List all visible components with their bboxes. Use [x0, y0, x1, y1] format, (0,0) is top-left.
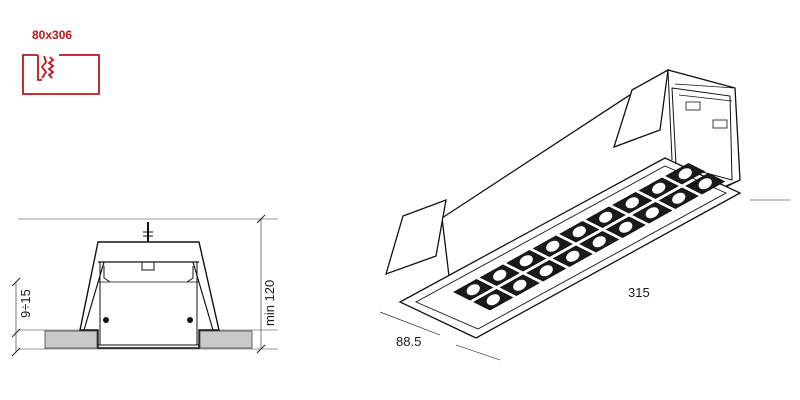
screw-right [187, 317, 193, 323]
led-lens [592, 236, 606, 248]
width-dimension-label: 88.5 [396, 334, 421, 349]
led-lens [652, 182, 666, 194]
cutout-label: 80x306 [32, 28, 72, 42]
screw-left [103, 317, 109, 323]
cutout-icon [22, 54, 100, 95]
length-dimension-label: 315 [628, 285, 650, 300]
led-lens [572, 226, 586, 238]
ceiling-slab-left [44, 330, 98, 349]
led-lens [519, 255, 533, 267]
led-lens [698, 178, 712, 190]
led-lens [619, 221, 633, 233]
led-lens [466, 284, 480, 296]
led-lens [486, 294, 500, 306]
fixture-section [79, 222, 220, 349]
led-lens [678, 168, 692, 180]
perspective-view [379, 68, 790, 361]
recess-depth-label: min 120 [262, 280, 277, 326]
led-lens [672, 192, 686, 204]
led-lens [625, 197, 639, 209]
ceiling-thickness-label: 9÷15 [18, 289, 33, 318]
led-module-grid [453, 163, 726, 311]
led-lens [566, 250, 580, 262]
led-lens [546, 240, 560, 252]
led-lens [513, 279, 527, 291]
spring-flap-right [612, 68, 669, 149]
side-view: 9÷15 min 120 [11, 214, 278, 357]
led-lens [539, 265, 553, 277]
cutout-badge: 80x306 [22, 28, 100, 95]
led-lens [599, 211, 613, 223]
led-lens [645, 207, 659, 219]
spring-flap-left [385, 198, 447, 276]
led-lens [493, 269, 507, 281]
ceiling-slab-right [199, 330, 253, 349]
